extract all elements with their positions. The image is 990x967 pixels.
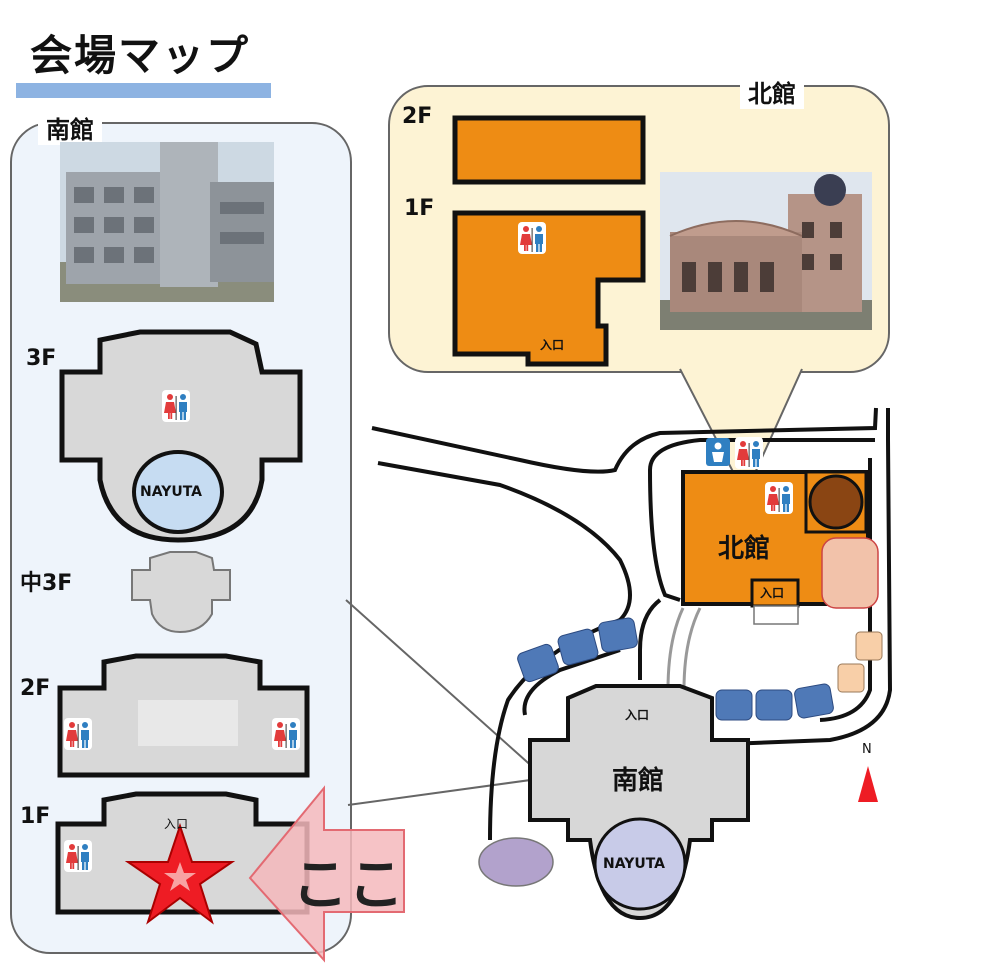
floor-label-1f: 1F [20,804,51,829]
restroom-icon [64,718,92,750]
north-panel-label: 北館 [740,74,804,109]
south-panel-label: 南館 [38,110,102,145]
nayuta-hall-map [593,817,687,911]
south-building-label: 南館 [612,766,665,796]
here-arrow [248,785,405,963]
north-floor-2f: 2F [402,104,433,129]
north-building-entrance: 入口 [760,586,785,600]
south-building-entrance: 入口 [625,708,650,722]
north-2f-plan [452,115,646,185]
nayuta-3f [132,450,224,534]
north-arrow-icon [858,766,878,802]
compass-label: N [862,742,872,757]
nayuta-label-3f: NAYUTA [140,484,203,500]
nayuta-map-label: NAYUTA [603,856,666,872]
page-title: 会場マップ [30,31,251,80]
south-callout-connector [345,599,548,806]
south-1f-entrance: 入口 [164,817,189,831]
north-1f-plan [452,210,646,367]
floor-label-2f: 2F [20,676,51,701]
pond [478,837,554,887]
restroom-icon [162,390,190,422]
north-building-label: 北館 [718,534,771,564]
north-floor-1f: 1F [404,196,435,221]
restroom-icon [735,437,763,469]
floor-label-3f: 3F [26,346,57,371]
south-building-photo [60,142,274,302]
restroom-icon [518,222,546,254]
restroom-icon [64,840,92,872]
south-3f-plan [59,329,303,543]
parking-spaces [517,617,834,721]
restroom-icon [765,482,793,514]
restroom-icon [272,718,300,750]
dome [808,474,864,530]
north-1f-entrance: 入口 [540,338,565,352]
north-building-photo [660,172,872,330]
title-underline [16,83,271,98]
south-m3f-plan [131,551,231,634]
annex [821,537,879,609]
floor-label-m3f: 中3F [20,571,73,596]
here-label: ここ [292,853,404,918]
